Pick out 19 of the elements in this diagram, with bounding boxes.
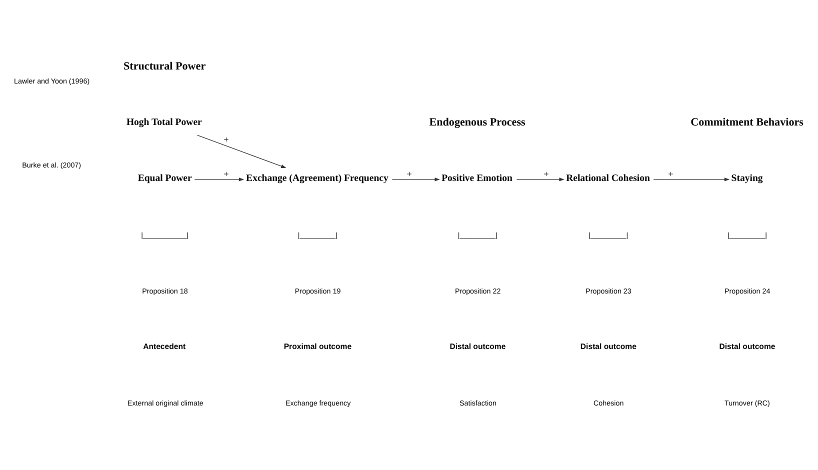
node-text: Exchange (Agreement) Frequency [246,172,388,184]
label: Commitment Behaviors [690,116,804,128]
arrow [392,177,440,181]
node-text: Positive Emotion [442,172,512,184]
edge-label: + [224,168,229,178]
node-text: Relational Cohesion [566,172,650,184]
arrow [194,177,244,181]
node-text: Staying [731,172,763,184]
label: Endogenous Process [429,116,526,128]
arrow [197,134,286,168]
edge-label: + [224,134,229,144]
edge-label: + [406,168,412,178]
node-text: Equal Power [138,172,192,184]
node-text: Hogh Total Power [126,116,202,128]
edge-label: + [668,168,674,178]
edge-label: + [544,168,549,178]
arrow [516,177,564,181]
arrow [653,177,730,181]
label: Structural Power [124,60,206,72]
